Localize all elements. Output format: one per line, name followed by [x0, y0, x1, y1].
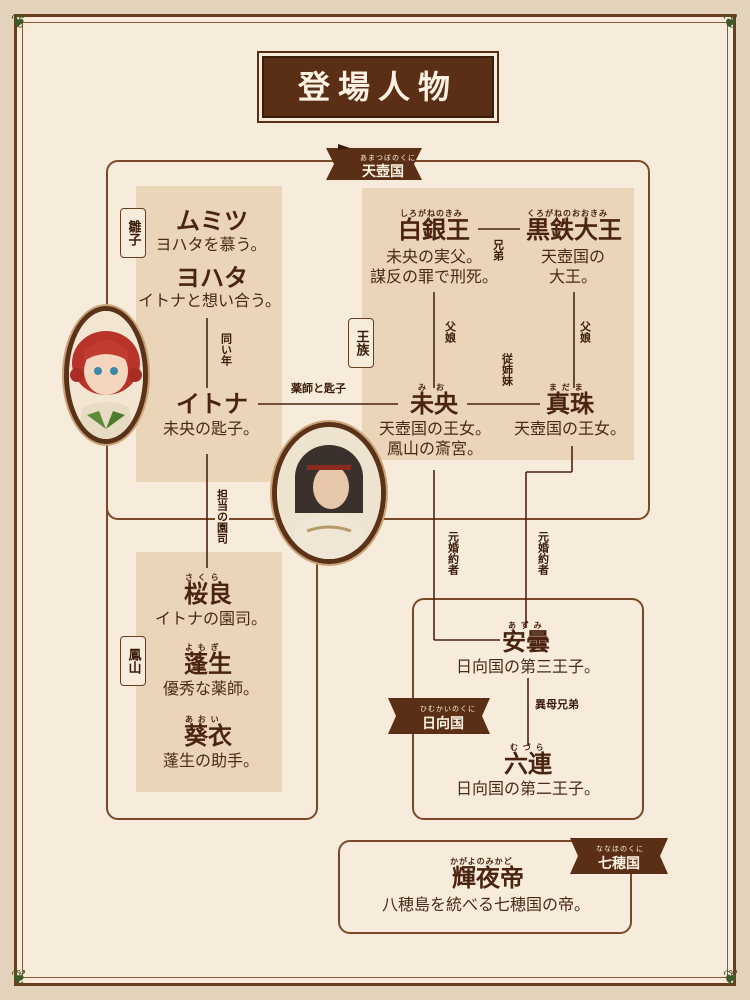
character-name-yohata: ヨハタ	[176, 266, 248, 290]
ribbon-label: 七穂国	[598, 853, 640, 873]
character-desc-muzura: 日向国の第二王子。	[448, 778, 608, 800]
character-desc-yohata: イトナと想い合う。	[138, 290, 280, 312]
relation-label: 元婚約者	[536, 528, 550, 578]
relation-label: 同い年	[219, 330, 233, 369]
ribbon-label: 天壺国	[362, 161, 404, 181]
character-desc-kurogane-1: 天壺国の	[530, 246, 616, 268]
relation-label: 元婚約者	[446, 528, 460, 578]
relation-label: 父娘	[443, 318, 457, 346]
character-desc-yomogi: 優秀な薬師。	[146, 678, 276, 700]
portrait-mio	[272, 422, 386, 564]
relation-label: 兄弟	[491, 236, 505, 264]
character-name-itona: イトナ	[176, 392, 248, 416]
character-name-azumi: 安曇	[502, 630, 550, 654]
character-desc-azumi: 日向国の第三王子。	[448, 656, 608, 678]
group-tag-ozoku: 王族	[348, 318, 374, 368]
amatsu-ribbon: あまつぼのくに 天壺国	[322, 142, 426, 186]
ribbon-label: 日向国	[422, 713, 464, 733]
relation-label: 異母兄弟	[532, 698, 582, 712]
group-tag-hinako: 雛子	[120, 208, 146, 258]
character-desc-mio-1: 天壺国の王女。	[374, 418, 496, 440]
character-name-sakura: 桜良	[184, 582, 232, 606]
character-desc-sakura: イトナの園司。	[146, 608, 276, 630]
dark-haired-girl-illustration	[277, 427, 381, 559]
character-desc-aoi: 蓬生の助手。	[146, 750, 276, 772]
character-name-muzura: 六連	[504, 752, 552, 776]
character-desc-mio-2: 鳳山の斎宮。	[374, 438, 496, 460]
character-desc-itona: 未央の匙子。	[146, 418, 276, 440]
character-name-mio: 未央	[410, 392, 458, 416]
character-desc-shirogane-1: 未央の実父。	[366, 246, 502, 268]
group-tag-houzan: 鳳山	[120, 636, 146, 686]
character-desc-madama: 天壺国の王女。	[508, 418, 632, 440]
character-desc-mumitsu: ヨハタを慕う。	[146, 234, 276, 256]
character-name-shirogane: 白銀王	[398, 218, 470, 242]
red-haired-girl-illustration	[69, 311, 143, 439]
character-name-madama: 真珠	[546, 392, 594, 416]
relation-label: 父娘	[578, 318, 592, 346]
character-name-yomogi: 蓬生	[184, 652, 232, 676]
character-name-mumitsu: ムミツ	[176, 209, 248, 233]
nanaho-ribbon: ななほのくに 七穂国	[566, 830, 672, 880]
relation-label: 薬師と匙子	[288, 382, 349, 396]
character-desc-kagayo: 八穂島を統べる七穂国の帝。	[356, 894, 616, 916]
portrait-itona	[64, 306, 148, 444]
relation-label: 担当の園司	[215, 486, 229, 547]
relation-label: 従姉妹	[500, 350, 514, 389]
character-name-aoi: 葵衣	[184, 724, 232, 748]
character-name-kurogane: 黒鉄大王	[526, 218, 622, 242]
character-name-kagayo: 輝夜帝	[452, 866, 524, 890]
character-desc-shirogane-2: 謀反の罪で刑死。	[366, 266, 502, 288]
character-desc-kurogane-2: 大王。	[530, 266, 616, 288]
himuka-ribbon: ひむかいのくに 日向国	[384, 690, 494, 740]
